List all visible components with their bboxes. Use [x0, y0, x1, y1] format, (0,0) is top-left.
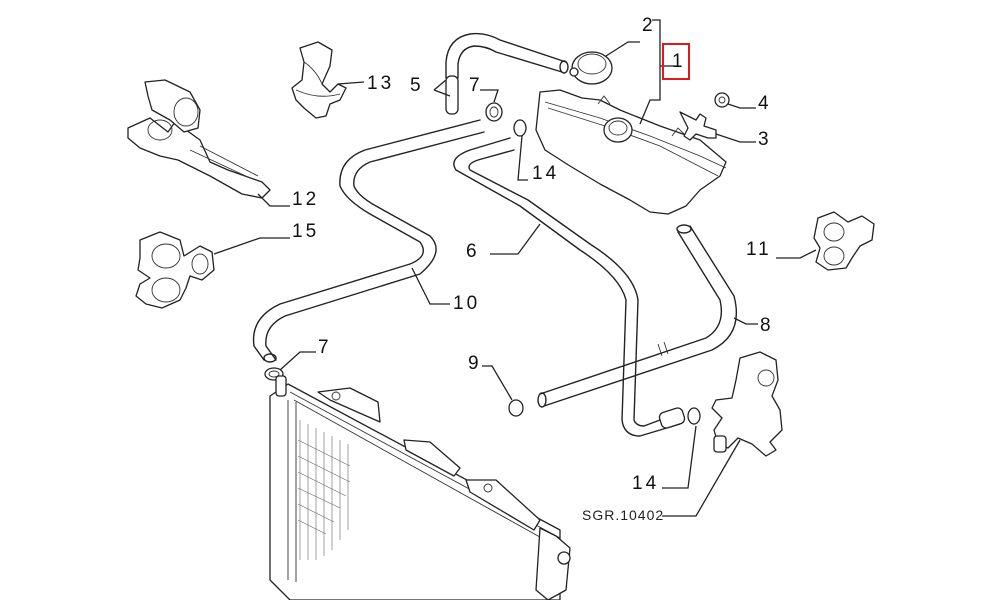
callout-1-highlight-box — [662, 43, 690, 80]
callout-14-lower[interactable]: 14 — [632, 473, 660, 494]
callout-15[interactable]: 15 — [292, 221, 320, 242]
part-15-double-hose-clip[interactable] — [135, 231, 290, 309]
part-6-hose[interactable] — [453, 137, 686, 437]
callout-9[interactable]: 9 — [468, 353, 482, 374]
part-13-hose-clip[interactable] — [291, 41, 365, 119]
callout-7-lower[interactable]: 7 — [318, 337, 332, 358]
callout-13[interactable]: 13 — [367, 73, 395, 94]
callout-1[interactable]: 1 — [672, 51, 686, 72]
reference-code: SGR.10402 — [582, 507, 665, 523]
part-10-hose[interactable] — [252, 119, 485, 363]
radiator-core-grid — [297, 420, 351, 560]
part-14-hose-clamp-lower[interactable] — [662, 407, 701, 489]
callout-7-top[interactable]: 7 — [469, 75, 483, 96]
callout-5[interactable]: 5 — [410, 75, 424, 96]
callout-4[interactable]: 4 — [758, 93, 772, 114]
callout-6[interactable]: 6 — [466, 241, 480, 262]
callout-11[interactable]: 11 — [746, 239, 772, 260]
part-7-hose-clamp-top[interactable] — [480, 89, 503, 122]
part-11-double-hose-clip[interactable] — [776, 211, 875, 271]
part-1-expansion-tank[interactable] — [535, 19, 727, 215]
callout-12[interactable]: 12 — [292, 189, 320, 210]
part-9-hose-clamp[interactable] — [482, 365, 524, 417]
callout-14-top[interactable]: 14 — [532, 163, 560, 184]
part-8-hose[interactable] — [537, 224, 758, 408]
callout-8[interactable]: 8 — [760, 315, 774, 336]
callout-3[interactable]: 3 — [758, 129, 772, 150]
callout-10[interactable]: 10 — [453, 293, 481, 314]
radiator[interactable] — [269, 375, 571, 600]
part-12-hose-bracket[interactable] — [127, 79, 290, 207]
callout-2[interactable]: 2 — [642, 15, 656, 36]
part-2-reservoir-cap[interactable] — [569, 41, 640, 85]
part-5-hose[interactable] — [433, 32, 569, 115]
part-3-bleed-screw[interactable] — [679, 111, 756, 143]
part-4-nut[interactable] — [714, 92, 756, 109]
part-14-hose-clamp-top[interactable] — [513, 119, 528, 181]
thermostat-housing[interactable] — [662, 351, 783, 517]
